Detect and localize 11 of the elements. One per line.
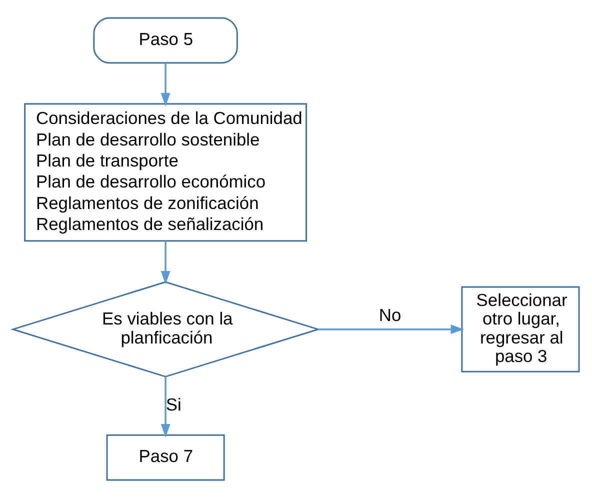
arrow: [160, 63, 170, 106]
arrow: [160, 240, 170, 285]
edge-label: Si: [166, 394, 182, 415]
node-box: Paso 7: [106, 434, 225, 481]
node-box: Paso 5: [93, 17, 238, 64]
arrow: [318, 324, 464, 334]
node-box: Consideraciones de la Comunidad Plan de desarrollo sostenible Plan de transporte Plan de desarrollo económico Reglamentos de zonificación Reglamentos de señalización: [24, 103, 308, 242]
node-diamond: Es viables con la planficación: [10, 281, 321, 378]
arrow: [160, 376, 170, 438]
node-box: Seleccionar otro lugar, regresar al paso 3: [461, 286, 580, 372]
edge-label: No: [378, 304, 402, 325]
